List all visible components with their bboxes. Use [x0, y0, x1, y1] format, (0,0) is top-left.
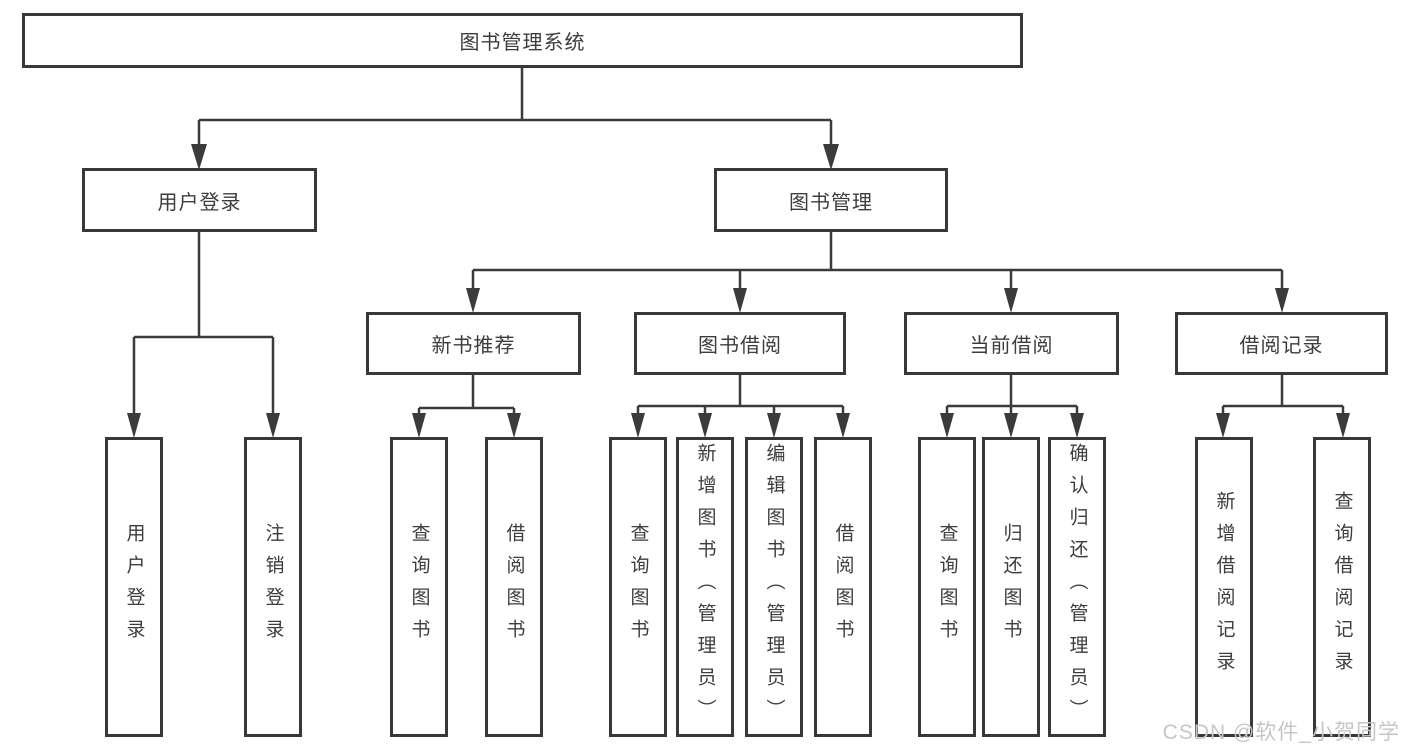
leaf-label: 注销登录: [262, 523, 284, 651]
node-label: 图书管理系统: [459, 32, 586, 54]
node-label: 图书管理: [789, 191, 873, 214]
leaf-logout: 注销登录: [244, 437, 302, 737]
leaf-label: 查询图书: [408, 523, 430, 651]
leaf-label: 查询借阅记录: [1331, 491, 1353, 683]
leaf-user-login: 用户登录: [105, 437, 163, 737]
csdn-watermark: CSDN @软件_小贺同学: [1162, 721, 1400, 744]
leaf-label: 编辑图书（管理员）: [763, 443, 785, 731]
leaf-borrow-books: 借阅图书: [814, 437, 872, 737]
node-label: 图书借阅: [698, 335, 782, 357]
leaf-label: 查询图书: [936, 523, 958, 651]
leaf-label: 归还图书: [1000, 523, 1022, 651]
leaf-label: 查询图书: [627, 523, 649, 651]
leaf-label: 借阅图书: [503, 523, 525, 651]
leaf-label: 借阅图书: [832, 523, 854, 651]
leaf-query-books: 查询图书: [609, 437, 667, 737]
leaf-label: 确认归还（管理员）: [1066, 443, 1088, 731]
node-book-borrowing: 图书借阅: [634, 312, 846, 375]
node-book-management-module: 图书管理: [714, 168, 948, 232]
node-borrowing-records: 借阅记录: [1175, 312, 1388, 375]
node-label: 用户登录: [157, 191, 242, 214]
leaf-return-books: 归还图书: [982, 437, 1040, 737]
leaf-borrow-books: 借阅图书: [485, 437, 543, 737]
leaf-label: 新增借阅记录: [1213, 491, 1235, 683]
leaf-query-borrow-record: 查询借阅记录: [1313, 437, 1371, 737]
leaf-query-books: 查询图书: [390, 437, 448, 737]
leaf-label: 新增图书（管理员）: [694, 443, 716, 731]
leaf-add-borrow-record: 新增借阅记录: [1195, 437, 1253, 737]
node-new-book-recommend: 新书推荐: [366, 312, 581, 375]
node-current-borrowing: 当前借阅: [904, 312, 1119, 375]
leaf-label: 用户登录: [123, 523, 145, 651]
node-label: 当前借阅: [969, 335, 1054, 357]
leaf-edit-books-admin: 编辑图书（管理员）: [745, 437, 803, 737]
node-label: 新书推荐: [431, 335, 516, 357]
node-root-system: 图书管理系统: [22, 13, 1023, 68]
node-user-login-module: 用户登录: [82, 168, 317, 232]
leaf-add-books-admin: 新增图书（管理员）: [676, 437, 734, 737]
node-label: 借阅记录: [1239, 335, 1324, 357]
leaf-confirm-return-admin: 确认归还（管理员）: [1048, 437, 1106, 737]
leaf-query-books: 查询图书: [918, 437, 976, 737]
